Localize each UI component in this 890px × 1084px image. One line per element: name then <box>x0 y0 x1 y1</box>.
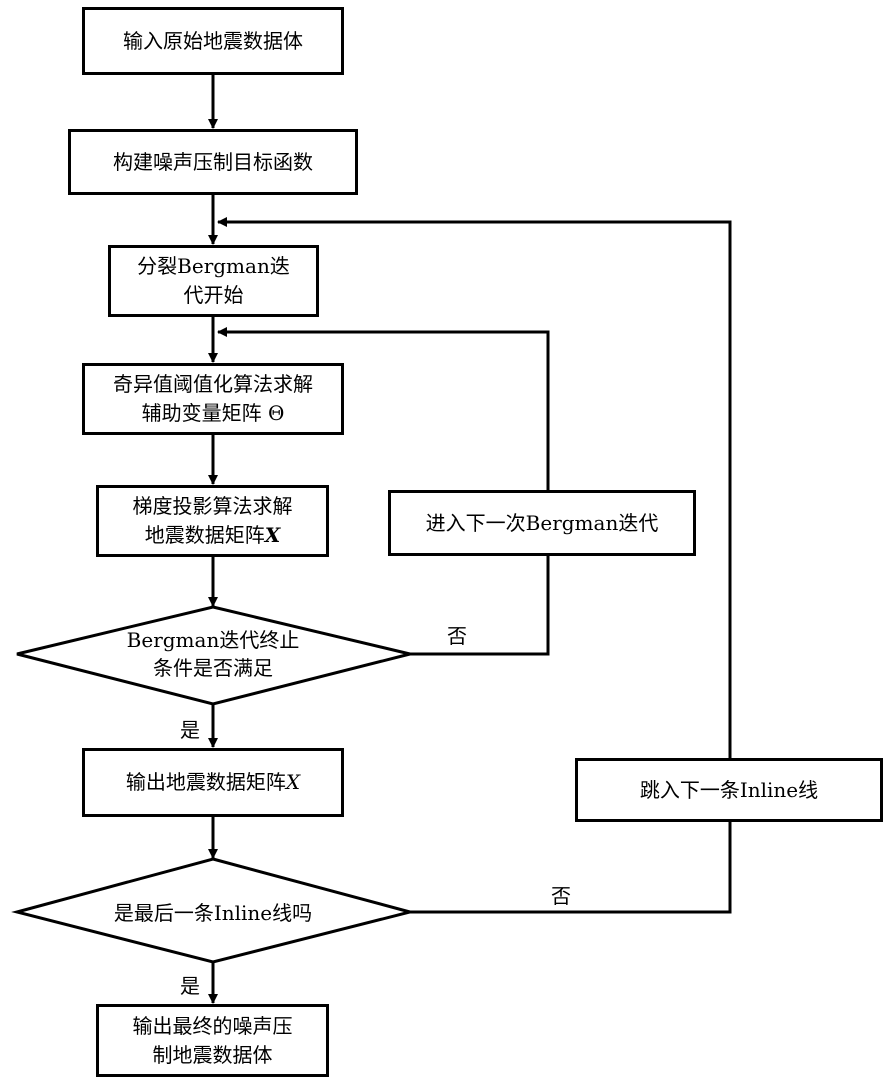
svt-solve-box: 奇异值阈值化算法求解 辅助变量矩阵 Θ <box>82 363 344 435</box>
input-volume-box: 输入原始地震数据体 <box>82 7 344 75</box>
split-bregman-start-box: 分裂Bergman迭 代开始 <box>108 245 319 317</box>
last-inline-condition-line: 是最后一条Inline线吗 <box>114 899 312 927</box>
final-output-box: 输出最终的噪声压 制地震数据体 <box>96 1004 329 1077</box>
loop-line-condition-no <box>410 556 548 654</box>
gradient-solve-box: 梯度投影算法求解 地震数据矩阵X <box>96 485 329 557</box>
gradient-solve-line2: 地震数据矩阵X <box>145 521 281 550</box>
next-inline-box: 跳入下一条Inline线 <box>575 758 883 822</box>
next-inline-text: 跳入下一条Inline线 <box>640 776 818 805</box>
bregman-condition-line2: 条件是否满足 <box>153 654 273 682</box>
no-label-inline: 否 <box>551 880 571 909</box>
output-matrix-box: 输出地震数据矩阵X <box>82 748 344 817</box>
input-volume-text: 输入原始地震数据体 <box>123 27 303 56</box>
yes-label-bregman: 是 <box>180 714 200 743</box>
final-output-line2: 制地震数据体 <box>153 1041 273 1070</box>
svt-solve-line1: 奇异值阈值化算法求解 <box>113 370 313 399</box>
split-bregman-start-line2: 代开始 <box>184 281 244 310</box>
build-objective-box: 构建噪声压制目标函数 <box>68 129 358 195</box>
output-matrix-x-symbol: X <box>286 770 300 794</box>
next-bregman-text: 进入下一次Bergman迭代 <box>426 509 659 538</box>
no-label-bregman: 否 <box>447 620 467 649</box>
bregman-condition-line1: Bergman迭代终止 <box>127 626 300 654</box>
theta-symbol: Θ <box>268 401 284 425</box>
final-output-line1: 输出最终的噪声压 <box>133 1012 293 1041</box>
split-bregman-start-line1: 分裂Bergman迭 <box>137 252 290 281</box>
output-matrix-text: 输出地震数据矩阵X <box>126 768 300 797</box>
last-inline-condition-text: 是最后一条Inline线吗 <box>80 890 346 936</box>
svt-solve-line2: 辅助变量矩阵 Θ <box>142 399 285 428</box>
gradient-solve-line1: 梯度投影算法求解 <box>133 492 293 521</box>
bregman-condition-text: Bergman迭代终止 条件是否满足 <box>80 614 346 694</box>
yes-label-inline: 是 <box>180 970 200 999</box>
next-bregman-box: 进入下一次Bergman迭代 <box>388 490 696 556</box>
matrix-x-symbol: X <box>265 523 281 547</box>
build-objective-text: 构建噪声压制目标函数 <box>113 148 313 177</box>
